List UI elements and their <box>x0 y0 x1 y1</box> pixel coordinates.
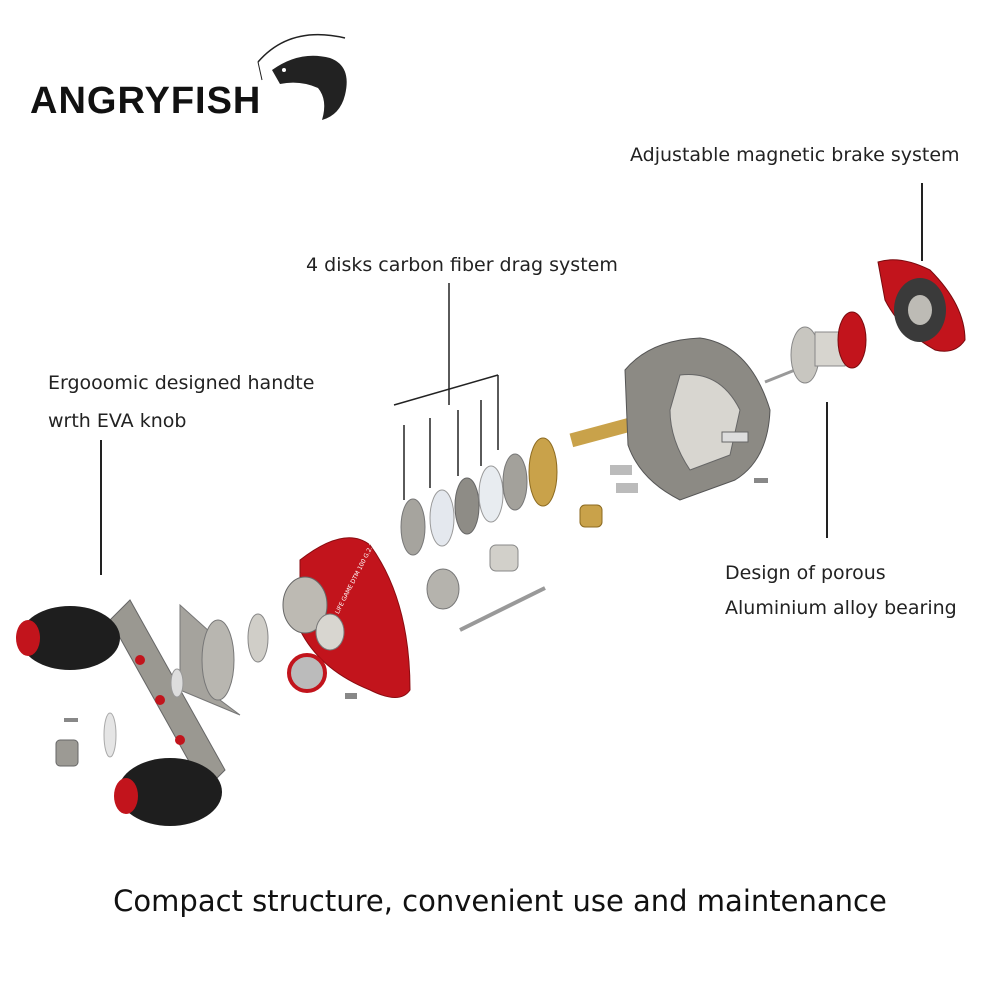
footer-tagline: Compact structure, convenient use and ma… <box>113 884 887 918</box>
brake-cover <box>877 259 966 352</box>
drag-washers <box>400 437 638 632</box>
reel-frame <box>569 337 771 501</box>
handle-label-line2: wrth EVA knob <box>48 410 187 432</box>
brake-label: Adjustable magnetic brake system <box>630 144 960 166</box>
drag-label: 4 disks carbon fiber drag system <box>306 254 618 276</box>
brake-callout-line <box>921 183 923 261</box>
handle-label-line1: Ergooomic designed handte <box>48 372 315 394</box>
brand-logo-text: ANGRYFISH <box>30 80 262 122</box>
bearing-callout-line <box>826 402 828 538</box>
bearing-label-line2: Aluminium alloy bearing <box>725 597 957 619</box>
handle-assembly <box>16 599 269 826</box>
fish-logo-icon <box>257 33 347 120</box>
handle-callout-line <box>100 440 102 575</box>
side-cover <box>282 537 411 699</box>
spool <box>764 311 867 384</box>
bearing-label-line1: Design of porous <box>725 562 886 584</box>
drag-callout-lines <box>393 283 499 500</box>
